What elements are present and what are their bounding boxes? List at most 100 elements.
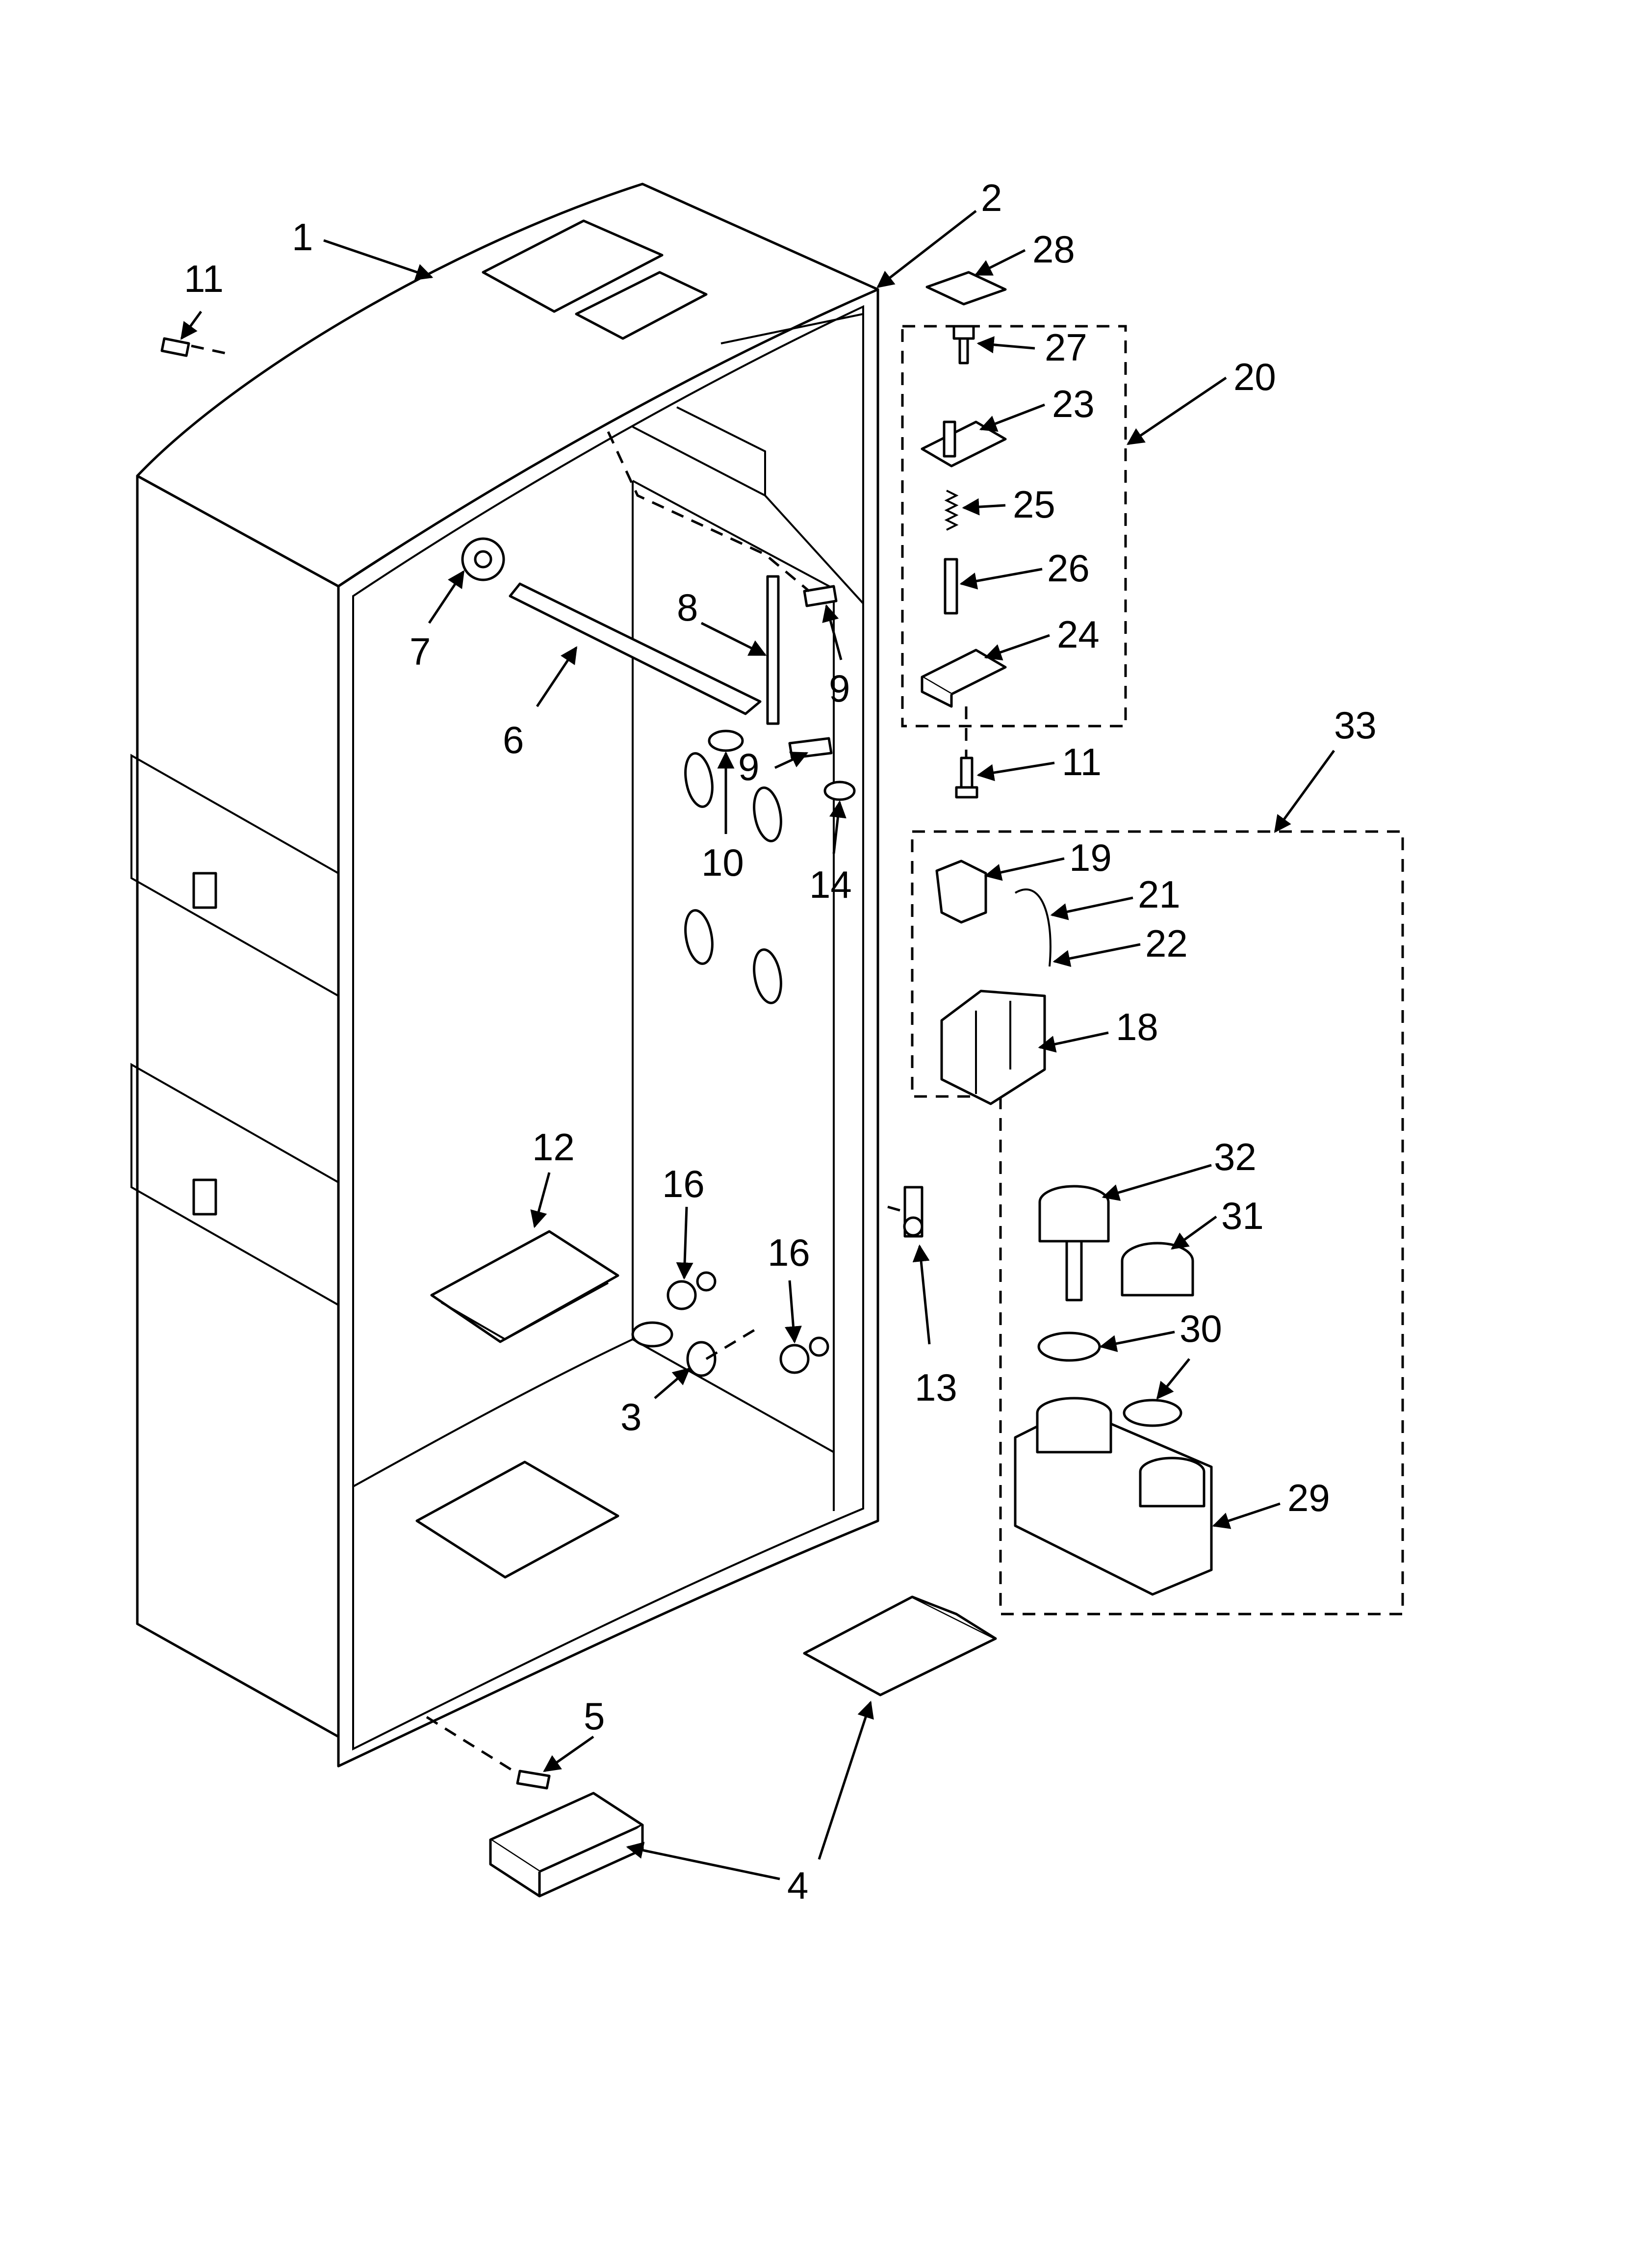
hint-line-left-screw: [191, 344, 226, 355]
part-9-screw-lower: [788, 737, 833, 759]
leader-7: [428, 570, 465, 624]
callout-14: 14: [809, 863, 852, 906]
leader-24: [984, 634, 1050, 661]
leader-26: [959, 568, 1043, 590]
leader-lines: [180, 210, 1335, 1880]
part-9-screw-upper: [803, 585, 838, 607]
callout-16a: 16: [662, 1162, 705, 1205]
callout-11a: 11: [184, 257, 224, 300]
floor-hole-1: [631, 1321, 673, 1348]
callout-3: 3: [620, 1395, 641, 1438]
part-31-cap: [1121, 1242, 1194, 1297]
leader-4a: [626, 1842, 780, 1880]
leader-30a: [1099, 1330, 1175, 1352]
leader-23: [979, 403, 1045, 432]
upper-duct: [632, 313, 864, 604]
part-29-filter-housing: [1014, 1397, 1213, 1596]
cabinet-front-flange: [337, 288, 879, 1768]
leader-16a: [676, 1206, 693, 1280]
callout-24: 24: [1057, 613, 1100, 656]
part-11-screw-hinge: [955, 756, 978, 799]
part-12-crisper-cover: [430, 1230, 619, 1343]
leader-29: [1212, 1502, 1281, 1529]
wall-hole-2: [753, 786, 782, 842]
part-18-filter-head: [940, 990, 1046, 1105]
part-11-screw-left: [160, 337, 190, 357]
hint-line-fitting: [887, 1205, 905, 1213]
cabinet-floor: [632, 1338, 834, 1453]
callout-11b: 11: [1062, 740, 1102, 783]
cabinet-front-inner: [352, 305, 864, 1751]
callout-7: 7: [410, 630, 431, 673]
part-30-o-ring-left: [1037, 1331, 1101, 1362]
leader-6: [536, 646, 578, 707]
part-28-shim: [925, 271, 1007, 306]
cabinet-left-side: [136, 474, 340, 1738]
wall-hole-1: [684, 752, 714, 808]
leader-22: [1052, 943, 1141, 967]
callout-33: 33: [1334, 704, 1377, 747]
callout-4: 4: [787, 1864, 808, 1907]
part-16-plug-left: [667, 1271, 717, 1310]
part-10-grommet: [708, 730, 744, 752]
assembly-20-box: [901, 325, 1127, 728]
leader-9a: [822, 604, 843, 660]
left-side-panel-2: [130, 1063, 339, 1307]
part-16-plug-right: [779, 1336, 829, 1374]
leader-20: [1127, 376, 1227, 445]
callout-18: 18: [1116, 1005, 1158, 1048]
leader-27: [976, 336, 1035, 354]
leader-19: [984, 857, 1065, 881]
callout-23: 23: [1052, 382, 1095, 425]
hint-line-bottom-screw: [426, 1716, 518, 1775]
callout-29: 29: [1287, 1476, 1330, 1519]
part-5-screw-bottom: [516, 1770, 551, 1790]
callout-21: 21: [1138, 873, 1180, 916]
leader-13: [912, 1244, 931, 1345]
part-3-cap: [686, 1341, 717, 1377]
callout-22: 22: [1145, 922, 1188, 965]
leader-5: [543, 1735, 594, 1773]
part-27-screw: [952, 325, 975, 365]
leader-32: [1102, 1164, 1212, 1201]
callout-9b: 9: [738, 745, 759, 788]
callout-25: 25: [1013, 483, 1055, 526]
cabinet-liner: [130, 182, 879, 1768]
left-hinge-2: [192, 1178, 217, 1216]
leader-11b: [976, 761, 1055, 782]
left-hinge-1: [192, 872, 217, 909]
left-side-panel-1: [130, 754, 339, 998]
callout-12: 12: [532, 1125, 575, 1169]
leader-9b: [774, 752, 809, 769]
leader-8: [700, 622, 767, 656]
wall-hole-4: [753, 948, 782, 1004]
floor-opening: [415, 1460, 619, 1579]
wall-hole-3: [684, 909, 714, 965]
leader-1: [323, 239, 434, 281]
part-26-pin: [944, 558, 958, 615]
leader-30b: [1156, 1358, 1190, 1400]
callout-31: 31: [1221, 1194, 1264, 1237]
leader-2: [876, 210, 977, 288]
part-13-fitting: [903, 1186, 924, 1238]
leader-18: [1038, 1031, 1109, 1053]
callout-26: 26: [1047, 547, 1090, 590]
leader-25: [962, 498, 1006, 516]
part-6-tube: [461, 537, 762, 715]
top-vent-left: [482, 219, 664, 313]
callout-32: 32: [1214, 1135, 1257, 1178]
hint-line-upper: [607, 431, 810, 592]
part-21-22-tube: [1014, 888, 1052, 967]
callout-labels: 1 2 3 4 5 6 7 8 9 9 10 11 11 12 13 14 16…: [184, 176, 1377, 1907]
leader-16b: [785, 1280, 802, 1344]
part-32-plug: [1038, 1185, 1110, 1302]
callout-9a: 9: [829, 667, 850, 710]
leader-11a: [180, 311, 203, 340]
callout-10: 10: [701, 841, 744, 884]
part-8-rod: [766, 575, 780, 725]
top-vent-right: [575, 271, 708, 340]
callout-27: 27: [1045, 326, 1087, 369]
callout-28: 28: [1032, 228, 1075, 271]
callout-20: 20: [1233, 355, 1276, 398]
